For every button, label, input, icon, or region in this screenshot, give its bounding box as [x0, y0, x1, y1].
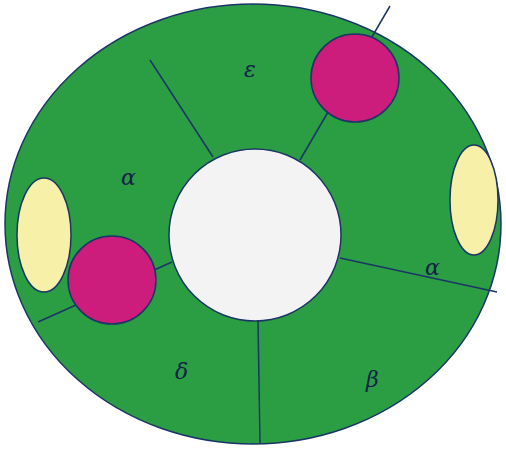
- cell-type-label: α: [425, 257, 440, 279]
- cell-type-label: α: [121, 167, 136, 189]
- yellow-vesicle: [450, 145, 498, 255]
- islet-outline: [5, 4, 501, 444]
- cell-boundary: [258, 320, 260, 444]
- cell-type-label: ε: [244, 59, 256, 81]
- cell-boundary: [150, 60, 213, 157]
- magenta-granule: [68, 236, 156, 324]
- cell-boundary: [340, 258, 497, 292]
- cell-type-label: β: [366, 369, 379, 391]
- cell-type-label: δ: [175, 361, 188, 383]
- yellow-vesicle: [17, 178, 71, 292]
- magenta-granule: [311, 34, 399, 122]
- central-lumen: [169, 149, 341, 321]
